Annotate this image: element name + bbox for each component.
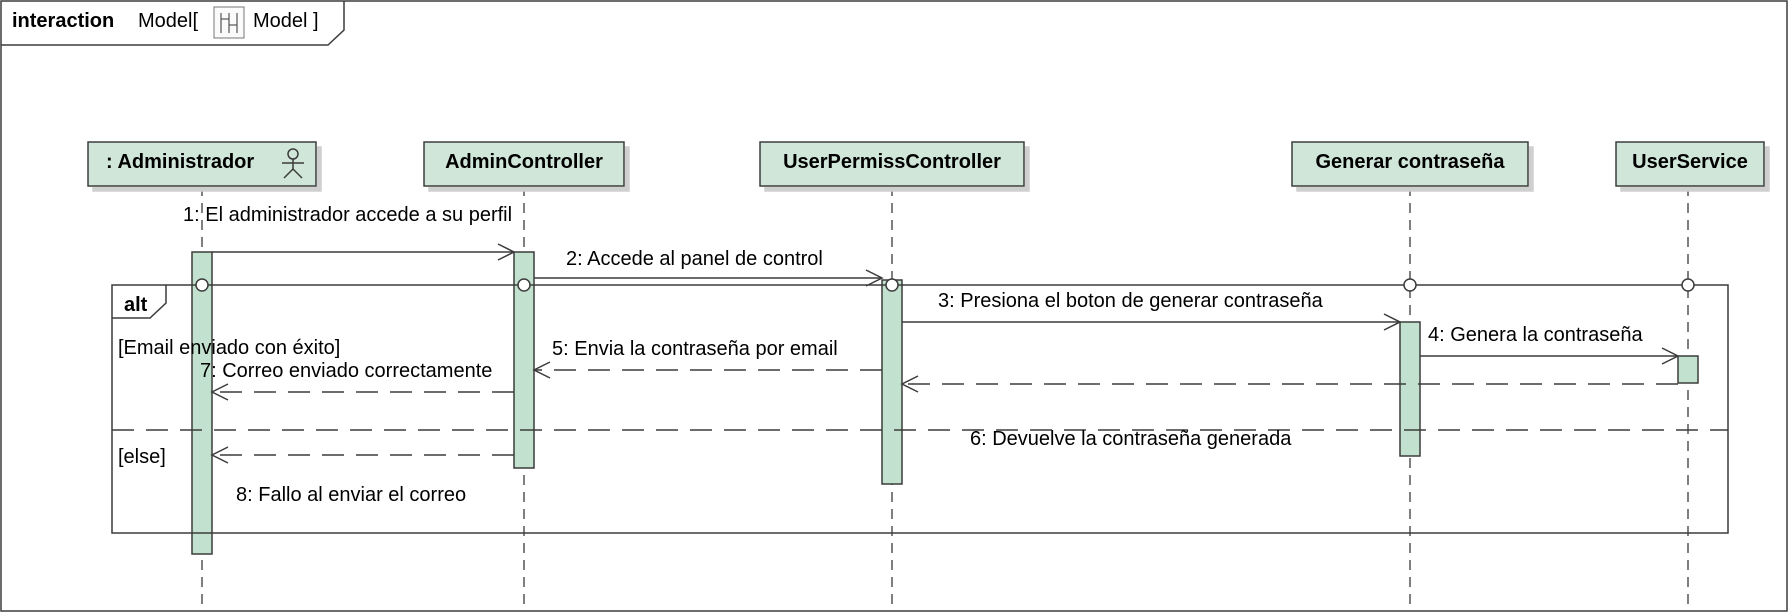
lifeline-admin[interactable]: : Administrador	[87, 141, 317, 187]
frame-tab	[1, 1, 345, 46]
lifeline-label-adminctl: AdminController	[445, 151, 603, 173]
activation-userperm	[881, 279, 903, 485]
lifeline-usersvc[interactable]: UserService	[1615, 141, 1765, 187]
message-5-label: 5: Envia la contraseña por email	[552, 338, 838, 360]
message-5[interactable]: 5: Envia la contraseña por email	[532, 338, 882, 379]
activation-admin	[191, 251, 213, 555]
coverage-marker-genpass	[1403, 278, 1417, 292]
message-3[interactable]: 3: Presiona el boton de generar contrase…	[902, 290, 1402, 331]
actor-icon	[282, 148, 304, 179]
coverage-marker-usersvc	[1681, 278, 1695, 292]
lifeline-label-genpass: Generar contraseña	[1316, 151, 1506, 173]
message-7[interactable]: 7: Correo enviado correctamente	[200, 360, 514, 401]
message-4-label: 4: Genera la contraseña	[1428, 324, 1643, 346]
message-2-label: 2: Accede al panel de control	[566, 248, 823, 270]
lifeline-genpass[interactable]: Generar contraseña	[1291, 141, 1529, 187]
fragment-operator: alt	[124, 294, 148, 316]
frame-name-prefix: Model[	[138, 10, 198, 32]
message-4[interactable]: 4: Genera la contraseña	[1420, 324, 1680, 365]
activation-genpass	[1399, 321, 1421, 457]
activation-usersvc	[1677, 355, 1699, 384]
lifeline-label-userperm: UserPermissController	[783, 151, 1001, 173]
lifeline-label-usersvc: UserService	[1632, 151, 1748, 173]
coverage-marker-adminctl	[517, 278, 531, 292]
frame-name-suffix: Model ]	[253, 10, 319, 32]
message-3-label: 3: Presiona el boton de generar contrase…	[938, 290, 1324, 312]
guard-email-sent: [Email enviado con éxito]	[118, 337, 340, 359]
lifeline-adminctl[interactable]: AdminController	[423, 141, 625, 187]
lifeline-userperm[interactable]: UserPermissController	[759, 141, 1025, 187]
coverage-marker-admin	[195, 278, 209, 292]
diagram-icon	[213, 6, 245, 39]
message-1-label: 1: El administrador accede a su perfil	[183, 204, 512, 226]
activation-adminctl	[513, 251, 535, 469]
frame-keyword: interaction	[12, 10, 114, 32]
message-6-label: 6: Devuelve la contraseña generada	[970, 428, 1292, 450]
lifeline-label-admin: : Administrador	[106, 151, 254, 173]
coverage-marker-userperm	[885, 278, 899, 292]
message-6[interactable]: 6: Devuelve la contraseña generada	[900, 375, 1678, 450]
alt-fragment: alt [Email enviado con éxito] [else]	[111, 284, 1729, 534]
message-2[interactable]: 2: Accede al panel de control	[534, 248, 884, 287]
guard-else: [else]	[118, 446, 166, 468]
message-1[interactable]: 1: El administrador accede a su perfil	[183, 204, 516, 261]
message-8[interactable]: 8: Fallo al enviar el correo	[210, 446, 514, 506]
message-8-label: 8: Fallo al enviar el correo	[236, 484, 466, 506]
message-7-label: 7: Correo enviado correctamente	[200, 360, 492, 382]
